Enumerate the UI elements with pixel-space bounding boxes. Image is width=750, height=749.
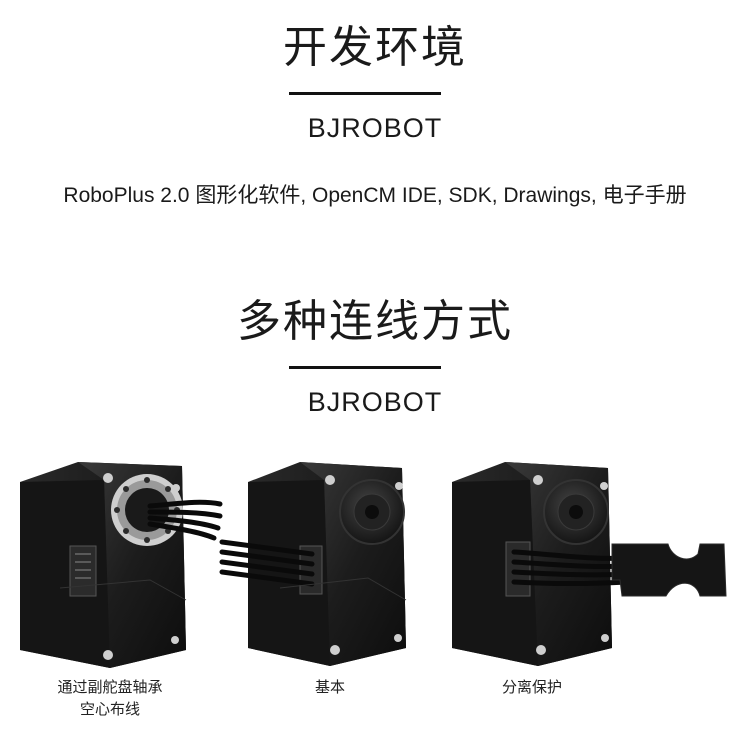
section-title-dev-env: 开发环境 xyxy=(283,22,467,73)
caption-hollow-wiring: 通过副舵盘轴承 空心布线 xyxy=(20,676,200,720)
servo-separation-protection-icon xyxy=(452,462,727,666)
caption-line: 基本 xyxy=(314,678,345,696)
caption-line: 空心布线 xyxy=(79,700,140,718)
section-title-wiring: 多种连线方式 xyxy=(237,296,513,347)
title-divider xyxy=(289,366,441,369)
caption-line: 分离保护 xyxy=(501,678,562,696)
servo-hollow-bearing-wiring-icon xyxy=(20,462,223,668)
servo-basic-wiring-icon xyxy=(219,462,407,666)
dev-env-description: RoboPlus 2.0 图形化软件, OpenCM IDE, SDK, Dra… xyxy=(63,184,687,207)
caption-line: 通过副舵盘轴承 xyxy=(57,678,163,696)
title-divider xyxy=(289,92,441,95)
caption-separation-protection: 分离保护 xyxy=(452,676,612,698)
servo-wiring-illustrations xyxy=(20,462,727,668)
brand-label: BJROBOT xyxy=(307,113,443,143)
caption-basic: 基本 xyxy=(250,676,410,698)
brand-label: BJROBOT xyxy=(307,387,443,417)
